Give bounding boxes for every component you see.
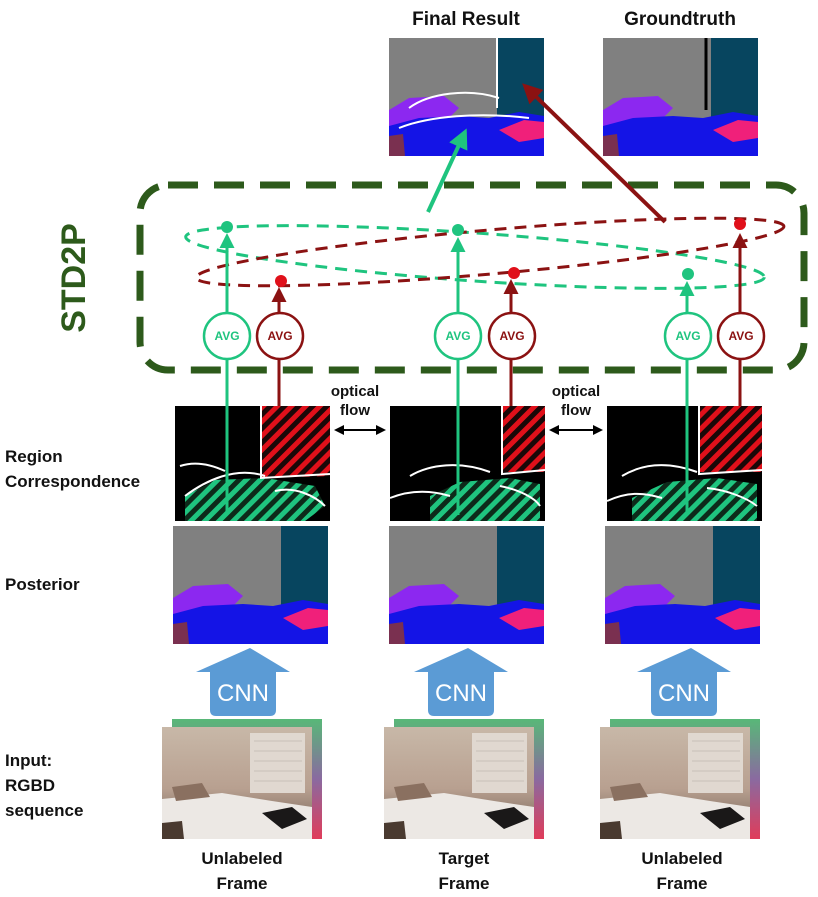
cnn-label: CNN [658, 680, 710, 707]
avg-node-red-3: AVG [716, 311, 766, 361]
frame-caption-1-line2: Frame [216, 874, 267, 893]
optical-flow-label-2-line1: optical [552, 383, 600, 400]
final-result-image [389, 38, 544, 156]
avg-label: AVG [728, 329, 753, 343]
input-label-line1: Input: [5, 751, 52, 770]
green-dot-2 [452, 224, 464, 236]
avg-label: AVG [214, 329, 239, 343]
cnn-label: CNN [435, 680, 487, 707]
frame-caption-3-line2: Frame [656, 874, 707, 893]
cnn-block-1: CNN [196, 648, 290, 716]
optical-flow-label-1-line2: flow [340, 402, 370, 419]
input-label-line3: sequence [5, 801, 83, 820]
red-dot-1 [275, 275, 287, 287]
red-group-ellipse [194, 216, 786, 288]
frame-caption-2-line2: Frame [438, 874, 489, 893]
optical-flow-label-2-line2: flow [561, 402, 591, 419]
avg-node-red-2: AVG [487, 311, 537, 361]
avg-label: AVG [445, 329, 470, 343]
std2p-label: STD2P [55, 223, 93, 333]
red-to-final-arrow [522, 83, 667, 224]
optical-flow-label-1-line1: optical [331, 383, 379, 400]
posterior-image-2 [389, 526, 544, 644]
final-result-title: Final Result [412, 9, 520, 30]
cnn-block-2: CNN [414, 648, 508, 716]
frame-caption-2-line1: Target [439, 849, 490, 868]
posterior-image-3 [605, 526, 760, 644]
cnn-block-3: CNN [637, 648, 731, 716]
avg-label: AVG [675, 329, 700, 343]
avg-label: AVG [499, 329, 524, 343]
avg-node-green-1: AVG [202, 311, 252, 361]
rgbd-frame-image-1 [161, 718, 323, 840]
posterior-label: Posterior [5, 575, 80, 594]
cnn-label: CNN [217, 680, 269, 707]
green-to-final-arrow [426, 128, 468, 213]
avg-node-green-3: AVG [663, 311, 713, 361]
avg-node-green-2: AVG [433, 311, 483, 361]
groundtruth-image [603, 38, 758, 156]
region-correspondence-1 [175, 406, 331, 521]
region-label-line1: Region [5, 447, 63, 466]
posterior-image-1 [173, 526, 328, 644]
green-dot-1 [221, 221, 233, 233]
region-correspondence-2 [389, 406, 546, 521]
green-dot-3 [682, 268, 694, 280]
rgbd-frame-image-3 [599, 718, 761, 840]
avg-label: AVG [267, 329, 292, 343]
red-dot-2 [508, 267, 520, 279]
std2p-box [136, 181, 808, 374]
red-dot-3 [734, 218, 746, 230]
green-group-ellipse [184, 224, 766, 290]
input-label-line2: RGBD [5, 776, 55, 795]
rgbd-frame-image-2 [383, 718, 545, 840]
avg-node-red-1: AVG [255, 311, 305, 361]
frame-caption-1-line1: Unlabeled [201, 849, 282, 868]
groundtruth-title: Groundtruth [624, 9, 736, 30]
region-correspondence-3 [606, 406, 763, 521]
frame-caption-3-line1: Unlabeled [641, 849, 722, 868]
region-label-line2: Correspondence [5, 472, 140, 491]
